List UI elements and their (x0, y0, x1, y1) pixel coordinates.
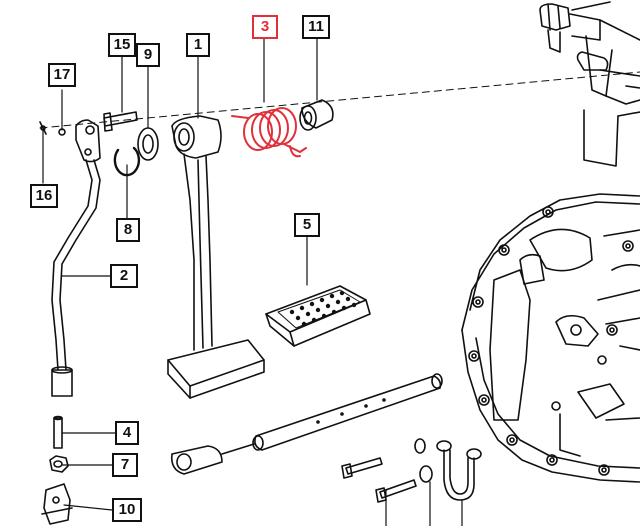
cross-shaft-holes (316, 398, 386, 424)
callout-11: 11 (302, 15, 330, 39)
snap-ring-part-8 (113, 146, 141, 177)
callout-9: 9 (136, 43, 160, 67)
clevis-rod-part-2 (51, 119, 101, 397)
pedal-pad-part-5 (265, 285, 371, 347)
leader-lines (42, 38, 463, 526)
assembly-axis-line (39, 71, 640, 129)
callout-1: 1 (186, 33, 210, 57)
torsion-spring-part-3 (231, 107, 307, 158)
u-bolt (436, 440, 482, 501)
housing-bolt-bosses (468, 206, 634, 476)
callout-4: 4 (115, 421, 139, 445)
bolt-lower-right (375, 479, 417, 503)
pedal-lever-part-1 (167, 115, 265, 399)
washer-part-9 (137, 127, 159, 161)
callout-15: 15 (108, 33, 136, 57)
circlip-part-17 (58, 128, 66, 136)
upper-right-mechanism (539, 1, 640, 167)
bolt-lower-left (341, 457, 383, 479)
callout-8: 8 (116, 218, 140, 242)
callout-2: 2 (110, 264, 138, 288)
bushing-part-11 (299, 99, 334, 131)
yoke-part-10 (41, 483, 73, 525)
pedal-pad-texture (289, 290, 357, 327)
callout-7: 7 (112, 453, 138, 477)
transmission-housing (461, 193, 640, 483)
callout-3: 3 (252, 15, 278, 39)
pin-part-16 (39, 121, 47, 135)
callout-10: 10 (112, 498, 142, 522)
callout-16: 16 (30, 184, 58, 208)
bolt-part-15 (103, 111, 138, 132)
callout-5: 5 (294, 213, 320, 237)
callout-17: 17 (48, 63, 76, 87)
nut-part-7 (49, 455, 69, 473)
cross-shaft (252, 373, 443, 451)
shaft-link-arm (170, 443, 255, 475)
washer-lower (414, 438, 433, 483)
pin-part-4 (53, 415, 63, 449)
